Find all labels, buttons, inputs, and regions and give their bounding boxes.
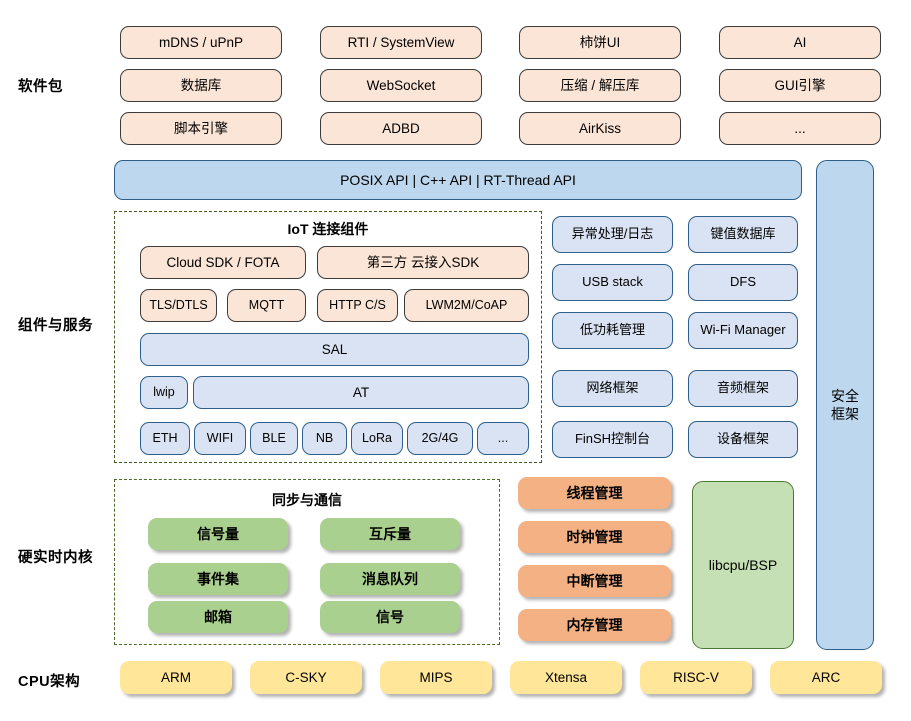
section-label-software-package: 软件包 xyxy=(18,79,63,95)
package-box[interactable]: WebSocket xyxy=(320,69,482,102)
kernel-management-box[interactable]: 时钟管理 xyxy=(518,521,671,553)
cpu-arch-box[interactable]: ARC xyxy=(770,661,882,694)
iot-box[interactable]: Cloud SDK / FOTA xyxy=(140,246,306,279)
package-box[interactable]: AI xyxy=(719,26,881,59)
component-box[interactable]: 键值数据库 xyxy=(688,216,798,253)
kernel-sync-box[interactable]: 事件集 xyxy=(148,563,288,595)
link-box[interactable]: WIFI xyxy=(194,422,246,455)
package-box[interactable]: RTI / SystemView xyxy=(320,26,482,59)
kernel-management-box[interactable]: 线程管理 xyxy=(518,477,671,509)
package-box[interactable]: 压缩 / 解压库 xyxy=(519,69,681,102)
sync-group-title: 同步与通信 xyxy=(272,492,342,508)
kernel-sync-box[interactable]: 邮箱 xyxy=(148,601,288,633)
security-framework-line2: 框架 xyxy=(831,406,859,422)
kernel-sync-box[interactable]: 互斥量 xyxy=(320,518,460,550)
package-box[interactable]: 脚本引擎 xyxy=(120,112,282,145)
link-box[interactable]: LoRa xyxy=(351,422,403,455)
kernel-sync-box[interactable]: 信号量 xyxy=(148,518,288,550)
cpu-arch-box[interactable]: RISC-V xyxy=(640,661,752,694)
component-box[interactable]: FinSH控制台 xyxy=(552,421,673,458)
section-label-components-services: 组件与服务 xyxy=(18,318,93,334)
section-label-hard-realtime-kernel: 硬实时内核 xyxy=(18,550,93,566)
iot-protocol-box[interactable]: LWM2M/CoAP xyxy=(404,289,529,322)
security-framework-line1: 安全 xyxy=(831,387,859,404)
package-box[interactable]: 数据库 xyxy=(120,69,282,102)
iot-protocol-box[interactable]: MQTT xyxy=(227,289,306,322)
kernel-management-box[interactable]: 内存管理 xyxy=(518,609,671,641)
at-box[interactable]: AT xyxy=(193,376,529,409)
iot-group-title: IoT 连接组件 xyxy=(287,221,369,237)
component-box[interactable]: DFS xyxy=(688,264,798,301)
iot-group-frame xyxy=(114,211,542,463)
package-box[interactable]: AirKiss xyxy=(519,112,681,145)
iot-protocol-box[interactable]: HTTP C/S xyxy=(317,289,398,322)
iot-box[interactable]: 第三方 云接入SDK xyxy=(317,246,529,279)
package-box[interactable]: GUI引擎 xyxy=(719,69,881,102)
component-box[interactable]: USB stack xyxy=(552,264,673,301)
api-bar: POSIX API | C++ API | RT-Thread API xyxy=(114,160,802,200)
iot-protocol-box[interactable]: TLS/DTLS xyxy=(140,289,217,322)
package-box[interactable]: mDNS / uPnP xyxy=(120,26,282,59)
link-box[interactable]: BLE xyxy=(250,422,298,455)
sync-group-frame xyxy=(114,479,500,645)
component-box[interactable]: 设备框架 xyxy=(688,421,798,458)
cpu-arch-box[interactable]: Xtensa xyxy=(510,661,622,694)
security-framework-box[interactable]: 安全 框架 xyxy=(816,160,874,650)
cpu-arch-box[interactable]: C-SKY xyxy=(250,661,362,694)
cpu-arch-box[interactable]: ARM xyxy=(120,661,232,694)
component-box[interactable]: 异常处理/日志 xyxy=(552,216,673,253)
link-box[interactable]: ETH xyxy=(140,422,190,455)
component-box[interactable]: 低功耗管理 xyxy=(552,312,673,349)
lwip-box[interactable]: lwip xyxy=(140,376,188,409)
kernel-sync-box[interactable]: 信号 xyxy=(320,601,460,633)
kernel-sync-box[interactable]: 消息队列 xyxy=(320,563,460,595)
link-box[interactable]: ... xyxy=(477,422,529,455)
package-box[interactable]: ADBD xyxy=(320,112,482,145)
sal-box[interactable]: SAL xyxy=(140,333,529,366)
kernel-management-box[interactable]: 中断管理 xyxy=(518,565,671,597)
link-box[interactable]: 2G/4G xyxy=(407,422,473,455)
libcpu-bsp-box[interactable]: libcpu/BSP xyxy=(692,481,794,649)
package-box[interactable]: ... xyxy=(719,112,881,145)
link-box[interactable]: NB xyxy=(302,422,347,455)
section-label-cpu-arch: CPU架构 xyxy=(18,674,81,690)
package-box[interactable]: 柿饼UI xyxy=(519,26,681,59)
component-box[interactable]: 音频框架 xyxy=(688,370,798,407)
component-box[interactable]: 网络框架 xyxy=(552,370,673,407)
cpu-arch-box[interactable]: MIPS xyxy=(380,661,492,694)
component-box[interactable]: Wi-Fi Manager xyxy=(688,312,798,349)
